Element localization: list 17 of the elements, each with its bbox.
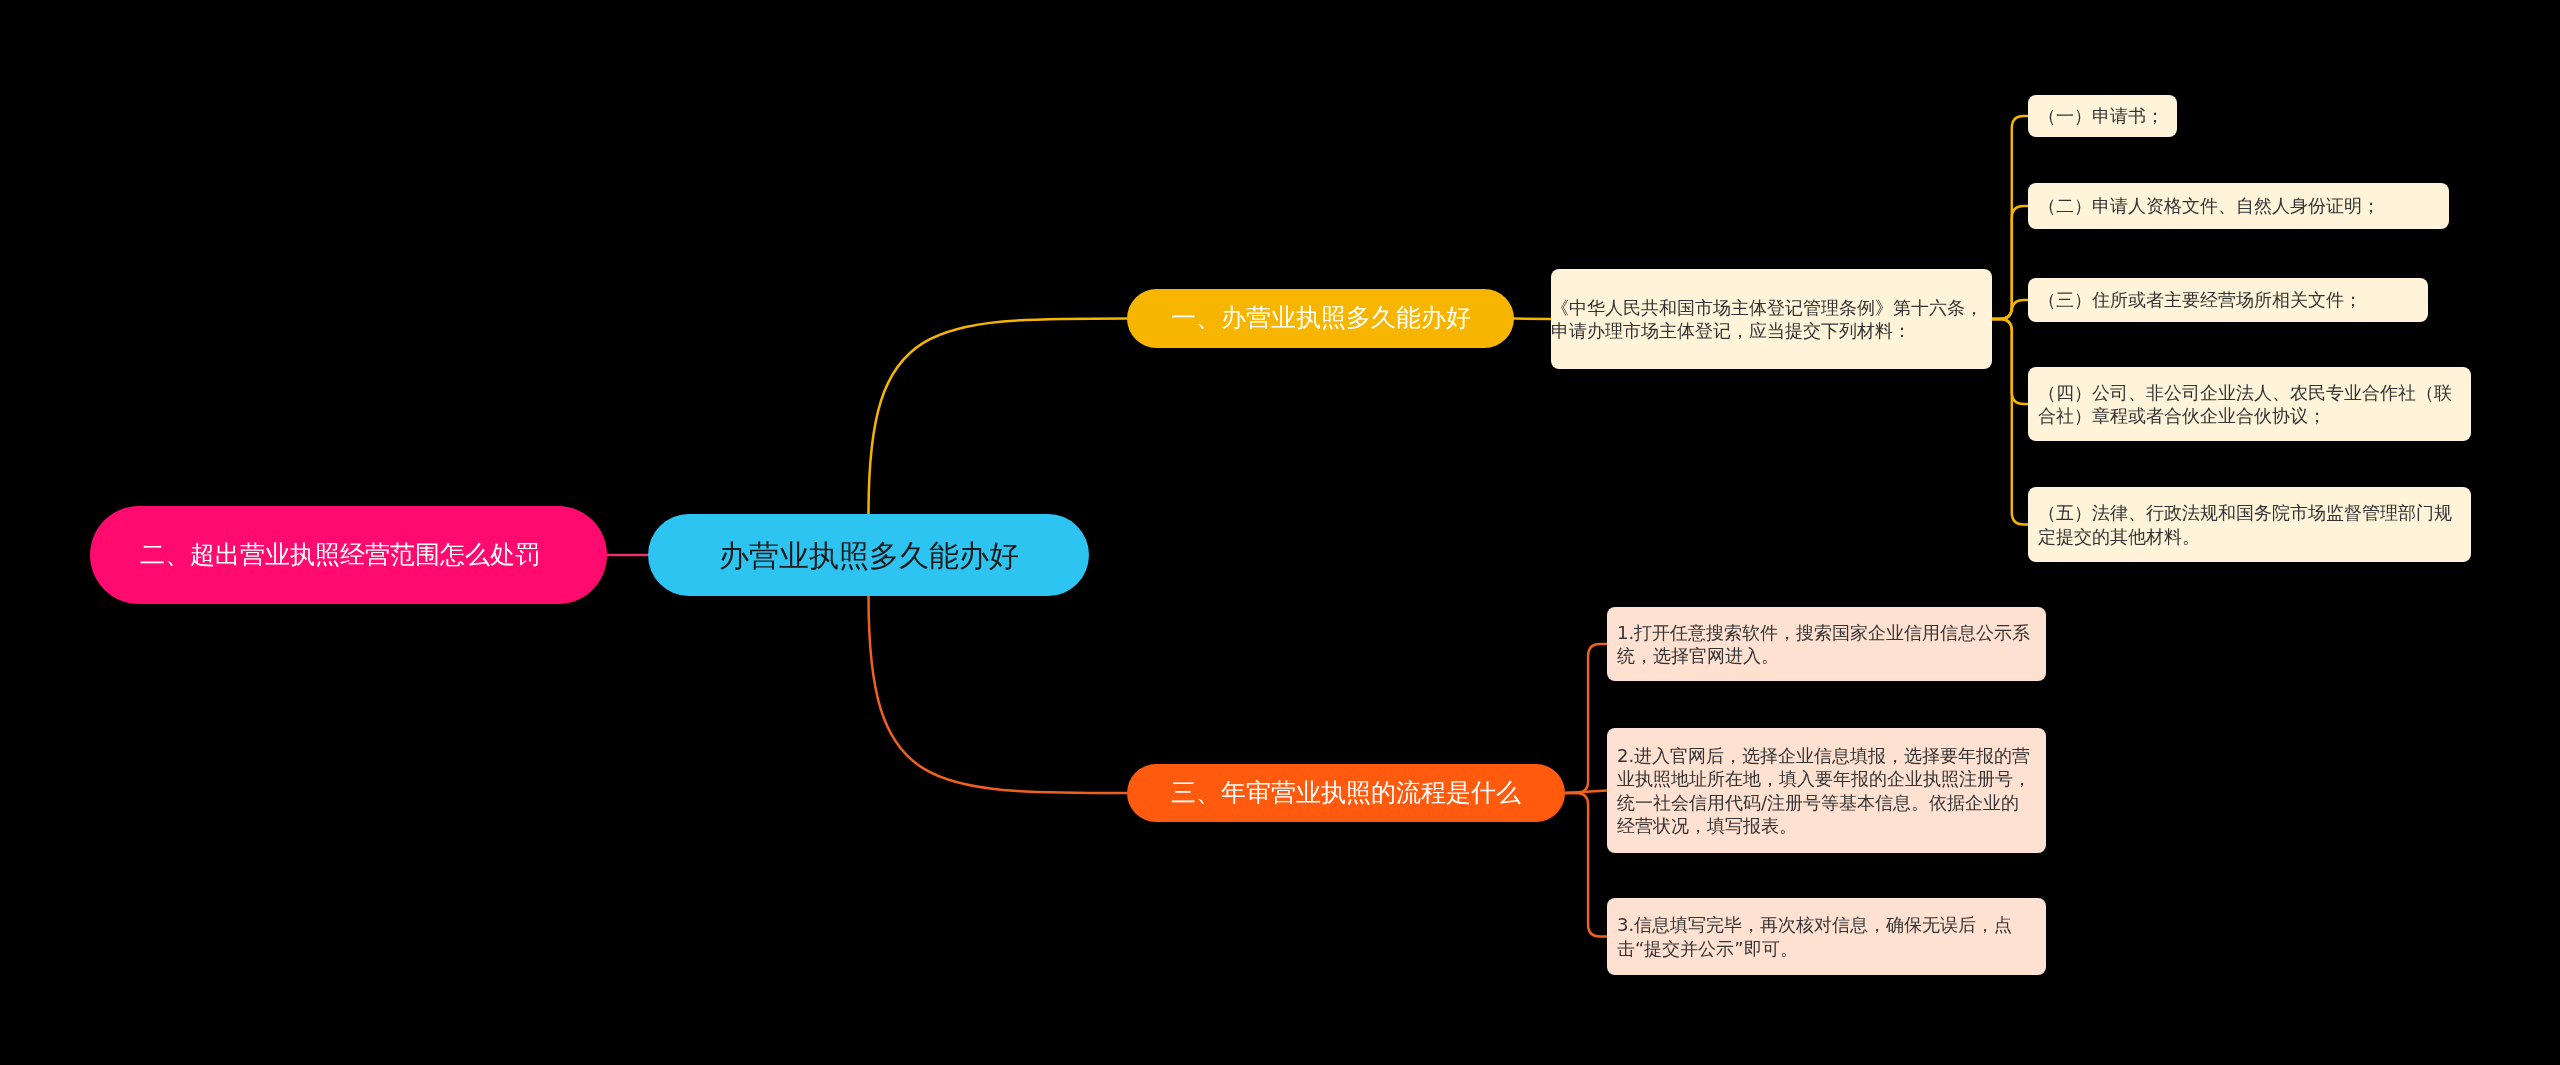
connector-line xyxy=(867,317,1127,515)
connector-line xyxy=(607,553,648,557)
central-topic: 办营业执照多久能办好 xyxy=(648,514,1089,596)
leaf-note: （三）住所或者主要经营场所相关文件； xyxy=(2028,278,2428,322)
connector-line xyxy=(867,595,1127,795)
note-box: 《中华人民共和国市场主体登记管理条例》第十六条，申请办理市场主体登记，应当提交下列材料： xyxy=(1551,269,1992,369)
branch-topic: 二、超出营业执照经营范围怎么处罚 xyxy=(90,506,607,604)
leaf-note: （五）法律、行政法规和国务院市场监督管理部门规定提交的其他材料。 xyxy=(2028,487,2471,562)
branch-topic: 三、年审营业执照的流程是什么 xyxy=(1127,764,1565,822)
leaf-note: 1.打开任意搜索软件，搜索国家企业信用信息公示系统，选择官网进入。 xyxy=(1607,607,2046,681)
leaf-note: （一）申请书； xyxy=(2028,95,2177,137)
leaf-note: （二）申请人资格文件、自然人身份证明； xyxy=(2028,183,2449,229)
connector-line xyxy=(1514,317,1551,321)
branch-topic: 一、办营业执照多久能办好 xyxy=(1127,289,1514,348)
leaf-note: 3.信息填写完毕，再次核对信息，确保无误后，点击“提交并公示”即可。 xyxy=(1607,898,2046,975)
leaf-note: 2.进入官网后，选择企业信息填报，选择要年报的营业执照地址所在地，填入要年报的企业执照注册号，统一社会信用代码/注册号等基本信息。依据企业的经营状况，填写报表。 xyxy=(1607,728,2046,853)
leaf-note: （四）公司、非公司企业法人、农民专业合作社（联合社）章程或者合伙企业合伙协议； xyxy=(2028,367,2471,441)
